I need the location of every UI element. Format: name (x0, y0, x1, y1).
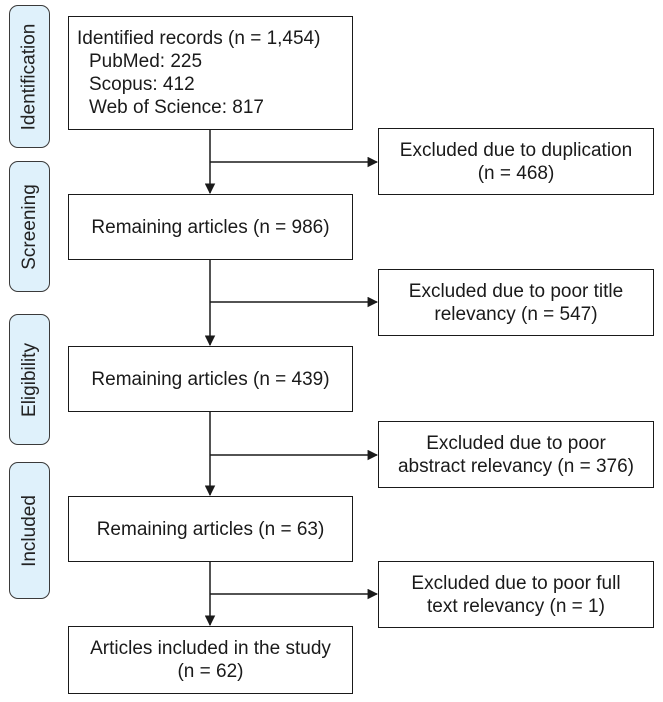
box-line: Remaining articles (n = 63) (96, 518, 325, 540)
box-line: relevancy (n = 547) (434, 303, 598, 325)
excluded-fulltext-box: Excluded due to poor full text relevancy… (378, 561, 654, 628)
excluded-abstract-box: Excluded due to poor abstract relevancy … (378, 421, 654, 488)
identified-records-box: Identified records (n = 1,454) PubMed: 2… (68, 16, 353, 130)
stage-label-text: Included (18, 494, 40, 567)
box-line: text relevancy (n = 1) (427, 595, 605, 617)
box-line: Scopus: 412 (89, 74, 195, 95)
box-line: Articles included in the study (90, 638, 331, 659)
box-line: Web of Science: 817 (89, 97, 264, 118)
box-line: Excluded due to duplication (399, 139, 633, 161)
excluded-duplication-box: Excluded due to duplication (n = 468) (378, 128, 654, 195)
box-line: Identified records (n = 1,454) (77, 28, 321, 49)
box-line: Excluded due to poor full (411, 572, 621, 594)
remaining-articles-box-3: Remaining articles (n = 63) (68, 496, 353, 562)
box-line: Excluded due to poor (426, 432, 606, 454)
box-line: Remaining articles (n = 986) (91, 216, 330, 238)
box-line: (n = 468) (477, 162, 555, 184)
stage-label-included: Included (9, 462, 50, 599)
remaining-articles-box-2: Remaining articles (n = 439) (68, 346, 353, 412)
stage-label-text: Eligibility (18, 342, 40, 417)
box-line: (n = 62) (177, 661, 244, 682)
articles-included-box: Articles included in the study (n = 62) (68, 626, 353, 694)
stage-label-screening: Screening (9, 161, 50, 292)
box-line: Excluded due to poor title (408, 280, 624, 302)
stage-label-identification: Identification (9, 5, 50, 148)
box-line: abstract relevancy (n = 376) (397, 455, 635, 477)
stage-label-eligibility: Eligibility (9, 314, 50, 445)
box-line: PubMed: 225 (89, 51, 203, 72)
remaining-articles-box-1: Remaining articles (n = 986) (68, 194, 353, 260)
excluded-title-box: Excluded due to poor title relevancy (n … (378, 269, 654, 336)
stage-label-text: Screening (18, 183, 40, 270)
box-line: Remaining articles (n = 439) (91, 368, 330, 390)
stage-label-text: Identification (18, 23, 40, 130)
